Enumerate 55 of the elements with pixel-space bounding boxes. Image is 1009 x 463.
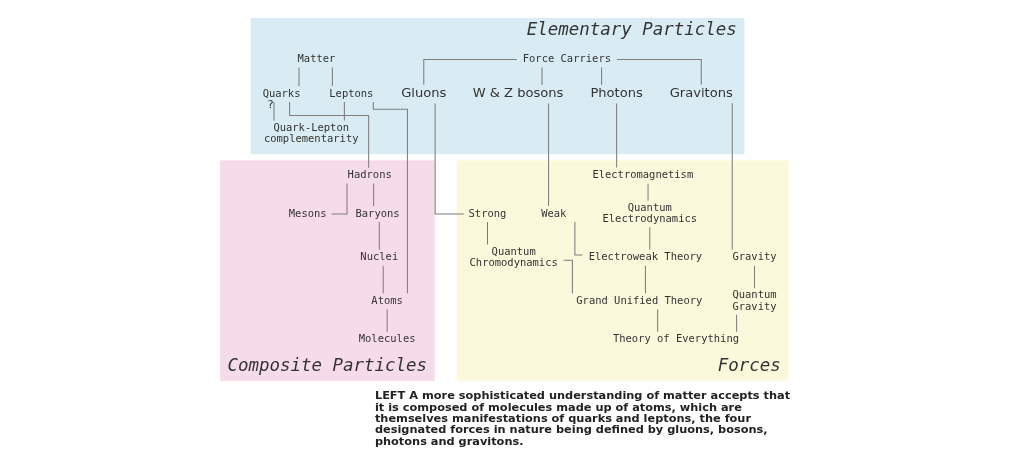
node-text: Gravitons bbox=[669, 85, 733, 101]
node-text: Baryons bbox=[355, 206, 400, 219]
connector bbox=[373, 183, 375, 207]
node-text: W & Z bosons bbox=[472, 85, 564, 101]
node-text: Leptons bbox=[329, 86, 374, 99]
connector bbox=[486, 221, 488, 246]
connector bbox=[331, 66, 333, 87]
edge-label: ? bbox=[267, 97, 274, 112]
node-text: Matter bbox=[297, 52, 336, 65]
connector bbox=[372, 101, 408, 294]
connector bbox=[343, 101, 345, 121]
node-text: Electromagnetism bbox=[592, 168, 694, 181]
connector bbox=[616, 59, 702, 86]
node-text: Quark-Lepton complementarity bbox=[263, 120, 359, 145]
node-text: Electroweak Theory bbox=[588, 250, 703, 263]
connector bbox=[657, 308, 659, 333]
node-text: Gravity bbox=[732, 250, 777, 263]
connector bbox=[616, 102, 618, 169]
connector bbox=[736, 314, 738, 333]
connector bbox=[382, 265, 384, 294]
node-text: Quarks bbox=[262, 86, 301, 99]
node-text: Hadrons bbox=[347, 168, 392, 181]
caption: LEFT A more sophisticated understanding of matter accepts that it is composed of molecules made up of atoms, which are themselves manifestations of quarks and leptons, the four designated forces in nature being defined by gluons, bosons, photons and gravitons. bbox=[374, 388, 791, 448]
node-text: Grand Unified Theory bbox=[576, 294, 703, 307]
connector bbox=[753, 265, 756, 289]
node-text: Molecules bbox=[358, 332, 416, 345]
node-text: Quantum Electrodynamics bbox=[602, 201, 698, 225]
node-text: Strong bbox=[468, 206, 507, 219]
node-text: Quantum Chromodynamics bbox=[469, 244, 558, 269]
connector bbox=[649, 226, 651, 251]
connector bbox=[644, 265, 646, 294]
connector bbox=[601, 67, 603, 86]
connector bbox=[647, 183, 649, 202]
node-text: Force Carriers bbox=[522, 52, 612, 65]
connector bbox=[548, 102, 550, 207]
connector bbox=[289, 101, 370, 169]
connector bbox=[731, 102, 733, 251]
connector bbox=[273, 101, 275, 121]
node-text: Gluons bbox=[401, 85, 447, 101]
node-text: Theory of Everything bbox=[612, 332, 739, 345]
connector bbox=[562, 259, 573, 294]
node-text: Photons bbox=[590, 85, 643, 101]
node-text: Nuclei bbox=[360, 250, 399, 263]
connector bbox=[574, 221, 583, 256]
connector bbox=[298, 66, 300, 87]
node-text: Weak bbox=[541, 206, 567, 219]
connector bbox=[423, 59, 518, 86]
connector bbox=[434, 102, 465, 215]
node-text: Quantum Gravity bbox=[732, 288, 777, 312]
node-text: Mesons bbox=[288, 206, 327, 219]
connector bbox=[330, 183, 348, 215]
connector bbox=[386, 308, 388, 333]
node-text: Atoms bbox=[371, 294, 403, 307]
connector bbox=[541, 67, 543, 86]
connector bbox=[378, 221, 380, 251]
